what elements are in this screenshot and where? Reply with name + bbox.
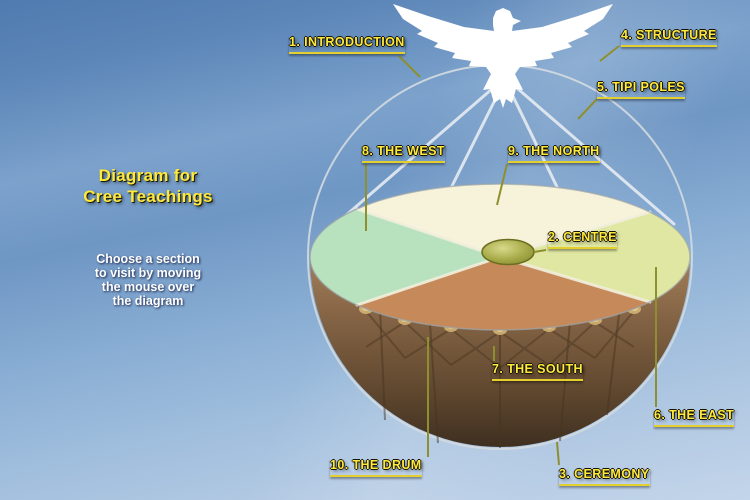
- centre-stone[interactable]: [481, 238, 535, 266]
- label-the-drum[interactable]: 10. THE DRUM: [330, 458, 422, 477]
- left-panel: Diagram for Cree Teachings Choose a sect…: [0, 0, 260, 500]
- instructions-text: Choose a section to visit by moving the …: [48, 252, 248, 308]
- connector-introduction: [398, 55, 421, 78]
- tipi-pole-inner-right[interactable]: [505, 82, 560, 191]
- connector-lines: [365, 45, 657, 466]
- connector-tipi-poles: [577, 98, 598, 120]
- region-the-west[interactable]: [310, 209, 500, 305]
- instructions-line4: the diagram: [112, 294, 184, 308]
- connector-structure: [599, 45, 620, 62]
- connector-centre: [533, 249, 547, 253]
- label-the-west[interactable]: 8. THE WEST: [362, 144, 445, 163]
- tipi-pole-left[interactable]: [334, 80, 502, 226]
- connector-the-north: [496, 163, 508, 206]
- label-introduction[interactable]: 1. INTRODUCTION: [289, 35, 405, 54]
- wheel-rim: [309, 183, 691, 331]
- region-the-north[interactable]: [357, 183, 650, 257]
- page-title: Diagram for Cree Teachings: [48, 165, 248, 207]
- label-structure[interactable]: 4. STRUCTURE: [621, 28, 717, 47]
- label-the-south[interactable]: 7. THE SOUTH: [492, 362, 583, 381]
- page-title-line2: Cree Teachings: [83, 187, 213, 206]
- label-ceremony[interactable]: 3. CEREMONY: [559, 467, 650, 486]
- instructions-line1: Choose a section: [96, 252, 200, 266]
- connector-ceremony: [556, 441, 560, 466]
- label-centre[interactable]: 2. CENTRE: [548, 230, 617, 249]
- page-title-line1: Diagram for: [98, 166, 198, 185]
- label-the-east[interactable]: 6. THE EAST: [654, 408, 735, 427]
- tipi-pole-right[interactable]: [508, 80, 676, 226]
- label-the-north[interactable]: 9. THE NORTH: [508, 144, 600, 163]
- eagle-icon[interactable]: [393, 4, 613, 108]
- region-the-east[interactable]: [500, 212, 691, 302]
- region-the-south[interactable]: [357, 257, 650, 331]
- label-tipi-poles[interactable]: 5. TIPI POLES: [597, 80, 685, 99]
- medicine-wheel: [309, 183, 691, 331]
- instructions-line2: to visit by moving: [94, 266, 202, 280]
- instructions-line3: the mouse over: [101, 280, 195, 294]
